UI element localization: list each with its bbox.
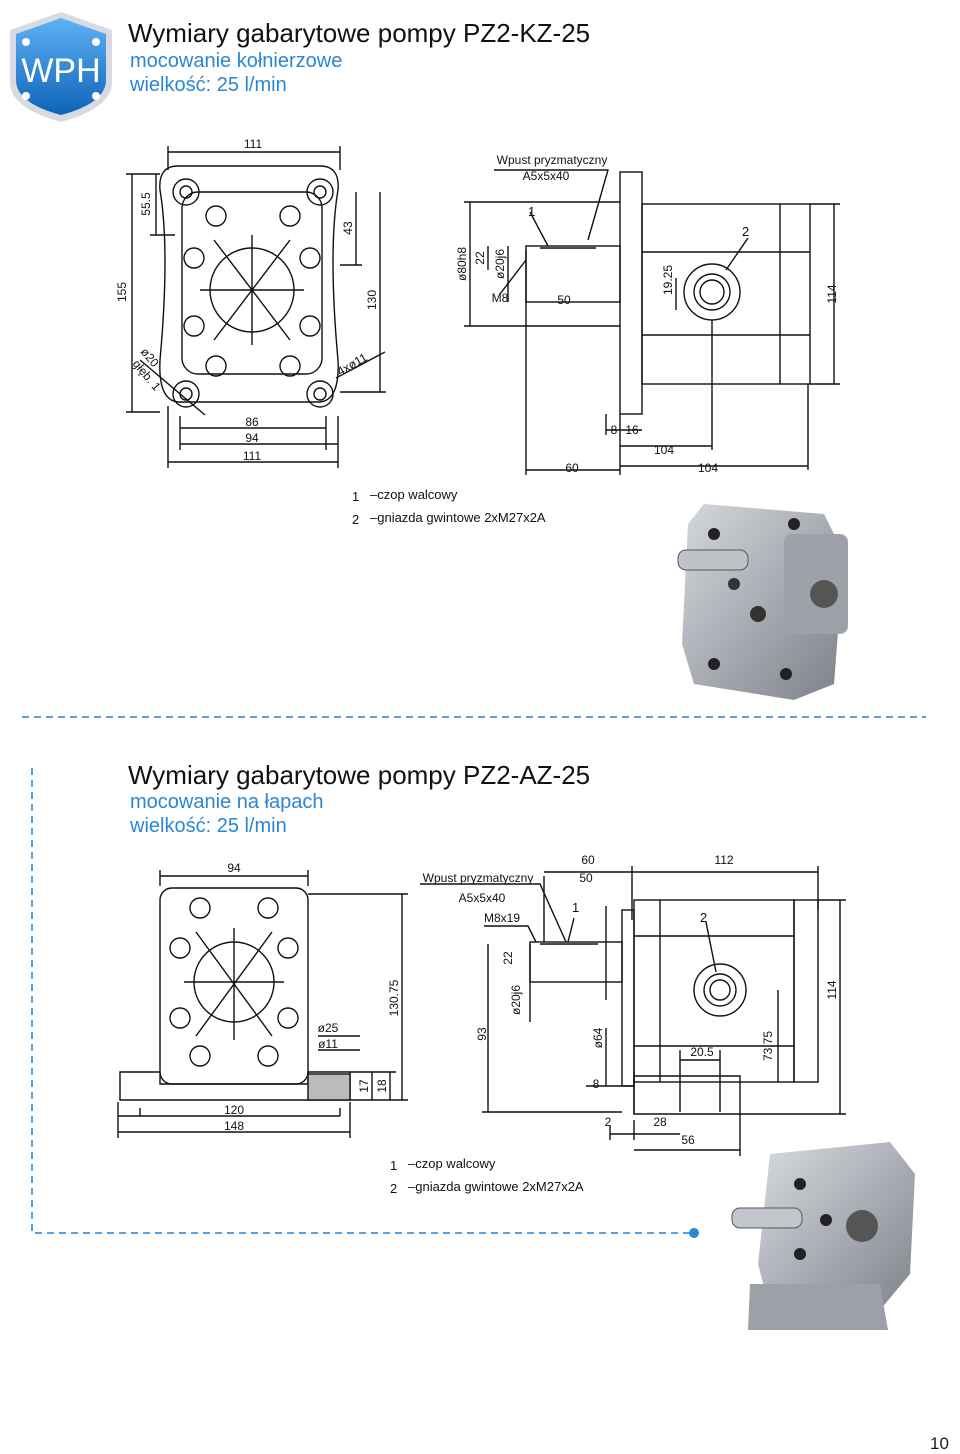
s2-dim-120: 120 — [224, 1103, 244, 1117]
section2-subtitle: mocowanie na łapach — [130, 791, 324, 813]
s2-d114: 114 — [825, 980, 839, 999]
s1-note1-text: –czop walcowy — [370, 487, 458, 502]
s2-wpust1: Wpust pryzmatyczny — [423, 871, 534, 885]
s2-d205: 20.5 — [690, 1045, 714, 1059]
s2-lbl2: 2 — [700, 910, 707, 925]
s1-dim-43: 43 — [341, 221, 355, 235]
s1-lbl1: 1 — [528, 204, 535, 219]
s2-d28: 28 — [653, 1115, 667, 1129]
s1-lbl2: 2 — [742, 224, 749, 239]
s2-dim-148: 148 — [224, 1119, 244, 1133]
pump-photo-feet — [731, 1142, 915, 1330]
s2-d60: 60 — [581, 853, 595, 867]
s2-note2-num: 2 — [390, 1181, 397, 1196]
s1-d114: 114 — [825, 284, 839, 303]
s1-d1925: 19.25 — [661, 265, 675, 295]
s2-d8: 8 — [593, 1077, 600, 1091]
s1-dim-155: 155 — [115, 282, 129, 302]
s1-dim-86: 86 — [245, 415, 259, 429]
section1-size: wielkość: 25 l/min — [130, 74, 287, 96]
s2-d93: 93 — [475, 1027, 489, 1041]
s1-m8: M8 — [492, 291, 509, 305]
s1-dim-top: 111 — [244, 137, 263, 151]
s2-dim-11: ø11 — [318, 1037, 338, 1051]
pump-photo-flange — [677, 504, 848, 700]
logo-text: WPH — [21, 52, 100, 90]
s2-d22: 22 — [501, 951, 515, 965]
s1-note2-text: –gniazda gwintowe 2xM27x2A — [370, 510, 546, 525]
s1-d22: 22 — [473, 251, 487, 265]
s1-d50: 50 — [557, 293, 571, 307]
s2-d2: 2 — [605, 1115, 612, 1129]
s2-note1-text: –czop walcowy — [408, 1156, 496, 1171]
s2-d7375: 73.75 — [761, 1031, 775, 1061]
s2-d20j6: ø20j6 — [509, 985, 523, 1015]
page-number: 10 — [930, 1434, 949, 1453]
s2-note1-num: 1 — [390, 1158, 397, 1173]
s1-dim-555: 55.5 — [139, 192, 153, 216]
s2-d50: 50 — [579, 871, 593, 885]
section1-drawing: 111 55.5 155 43 130 ø20 głęb. 1 4xø11 86… — [115, 137, 840, 527]
section1-title: Wymiary gabarytowe pompy PZ2-KZ-25 — [128, 18, 591, 48]
s1-wpust2: A5x5x40 — [523, 169, 570, 183]
s2-note2-text: –gniazda gwintowe 2xM27x2A — [408, 1179, 584, 1194]
section2-drawing: 94 130.75 ø25 ø11 17 18 120 148 Wpust pr… — [117, 853, 846, 1196]
s2-d112: 112 — [714, 853, 733, 867]
s1-d80: ø80h8 — [455, 247, 469, 281]
s1-note1-num: 1 — [352, 489, 359, 504]
s1-d104a: 104 — [654, 443, 674, 457]
s1-d60: 60 — [565, 461, 579, 475]
s1-dim-94: 94 — [245, 431, 259, 445]
s2-dim-13075: 130.75 — [387, 979, 401, 1016]
s1-dim-111b: 111 — [243, 449, 262, 463]
wph-logo: WPH — [4, 8, 118, 124]
s2-dim-18: 18 — [375, 1079, 389, 1093]
s2-dim-17: 17 — [357, 1079, 371, 1093]
s1-d16: 16 — [625, 423, 639, 437]
s1-d20j6: ø20j6 — [493, 249, 507, 279]
section2-title: Wymiary gabarytowe pompy PZ2-AZ-25 — [128, 760, 591, 790]
s1-dim-4x11: 4xø11 — [335, 350, 370, 379]
s2-lbl1: 1 — [572, 900, 579, 915]
s2-d56: 56 — [681, 1133, 695, 1147]
s1-dim-130: 130 — [365, 290, 379, 310]
s2-dim-94: 94 — [227, 861, 241, 875]
s2-d64: ø64 — [591, 1027, 605, 1048]
s1-wpust1: Wpust pryzmatyczny — [497, 153, 608, 167]
dashed-divider — [22, 716, 926, 1238]
s2-dim-25: ø25 — [318, 1021, 339, 1035]
s2-wpust2: A5x5x40 — [459, 891, 506, 905]
s2-m8x19: M8x19 — [484, 911, 520, 925]
s1-note2-num: 2 — [352, 512, 359, 527]
s1-d104b: 104 — [698, 461, 718, 475]
s1-d8: 8 — [611, 423, 618, 437]
section2-size: wielkość: 25 l/min — [130, 815, 287, 837]
section1-subtitle: mocowanie kołnierzowe — [130, 50, 343, 72]
